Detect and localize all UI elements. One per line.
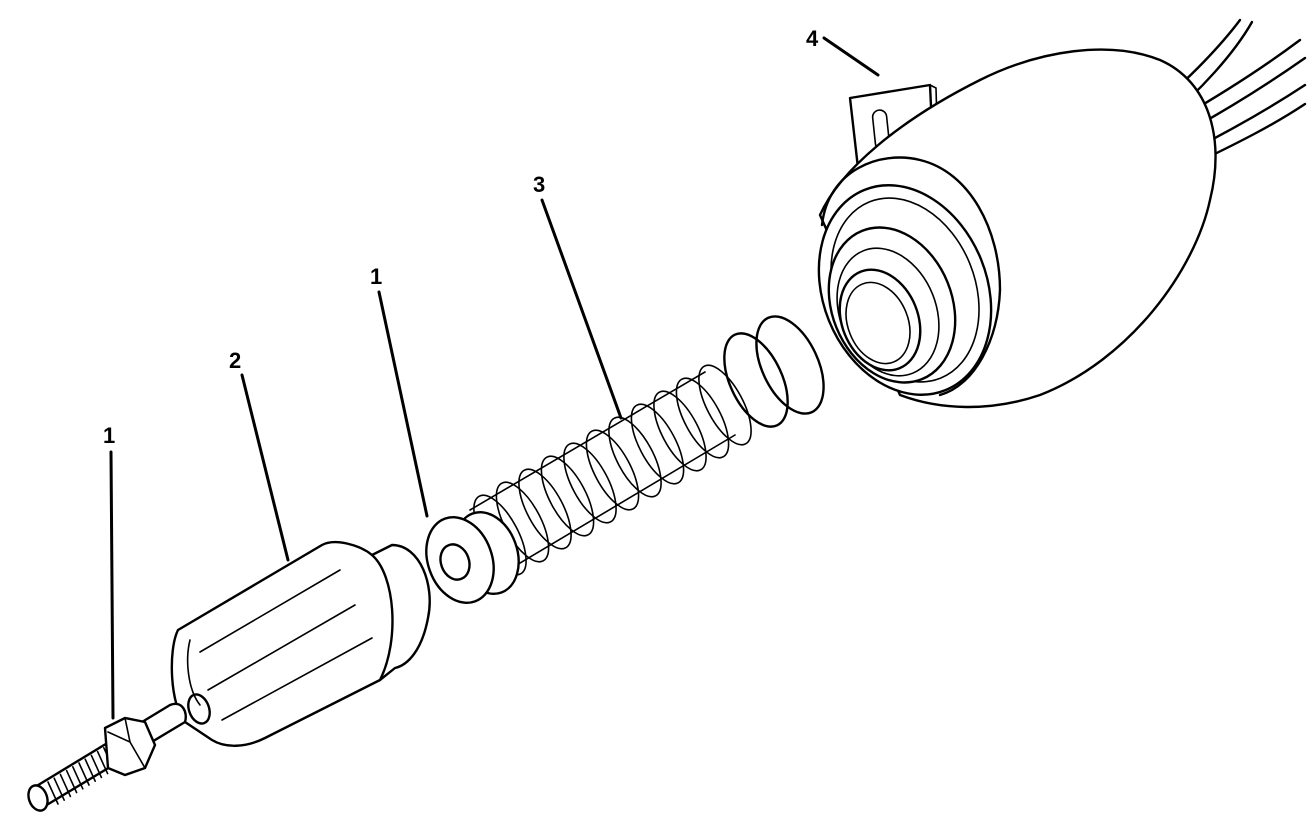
thread-line (84, 758, 96, 782)
thread-line (47, 781, 59, 805)
thread-line (65, 769, 78, 794)
spring-coil (630, 403, 685, 485)
spring-coil (608, 416, 662, 498)
washer (425, 511, 520, 604)
thread-line (78, 762, 90, 786)
thread-line (96, 750, 109, 775)
spring (469, 315, 825, 576)
stud-and-nut (27, 702, 187, 812)
thread-line (72, 766, 84, 790)
callout-solenoid: 4 (806, 26, 819, 51)
spring-coil (563, 442, 617, 524)
thread-line (90, 754, 103, 779)
spring-coil (698, 364, 752, 446)
callout-leaders (109, 36, 880, 720)
callout-washer: 1 (370, 264, 382, 289)
callout-labels: 1 2 1 3 4 (103, 26, 819, 448)
spring-coil (585, 429, 640, 511)
spring-coil (675, 377, 730, 459)
thread-line (53, 777, 65, 801)
thread-line (59, 773, 72, 798)
spring-coil (518, 468, 572, 550)
spring-coils (473, 364, 752, 576)
callout-plunger: 2 (229, 348, 241, 373)
spring-coil (653, 390, 707, 472)
plunger (170, 541, 431, 747)
callout-nut-stud: 1 (103, 423, 115, 448)
solenoid-assembly (817, 18, 1307, 409)
spring-coil (540, 455, 595, 537)
callout-spring: 3 (533, 172, 545, 197)
